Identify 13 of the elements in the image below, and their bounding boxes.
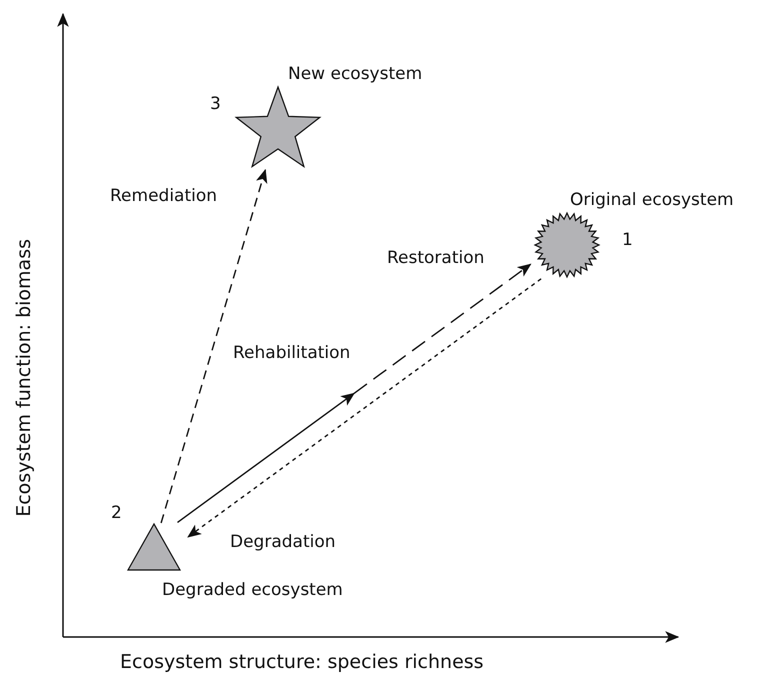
callout-number: 3 — [210, 94, 221, 114]
axis-title: Ecosystem structure: species richness — [120, 651, 484, 673]
stage-label: Restoration — [387, 248, 484, 268]
arrow — [160, 168, 268, 524]
node-title: New ecosystem — [288, 64, 422, 84]
node-title: Degraded ecosystem — [162, 580, 343, 600]
arrow — [187, 278, 542, 538]
axis-title: Ecosystem function: biomass — [13, 239, 35, 517]
node-title: Original ecosystem — [570, 190, 734, 210]
edge-label: Degradation — [230, 532, 336, 552]
arrow — [177, 264, 532, 523]
callout-number: 2 — [111, 503, 122, 523]
callout-number: 1 — [622, 230, 633, 250]
